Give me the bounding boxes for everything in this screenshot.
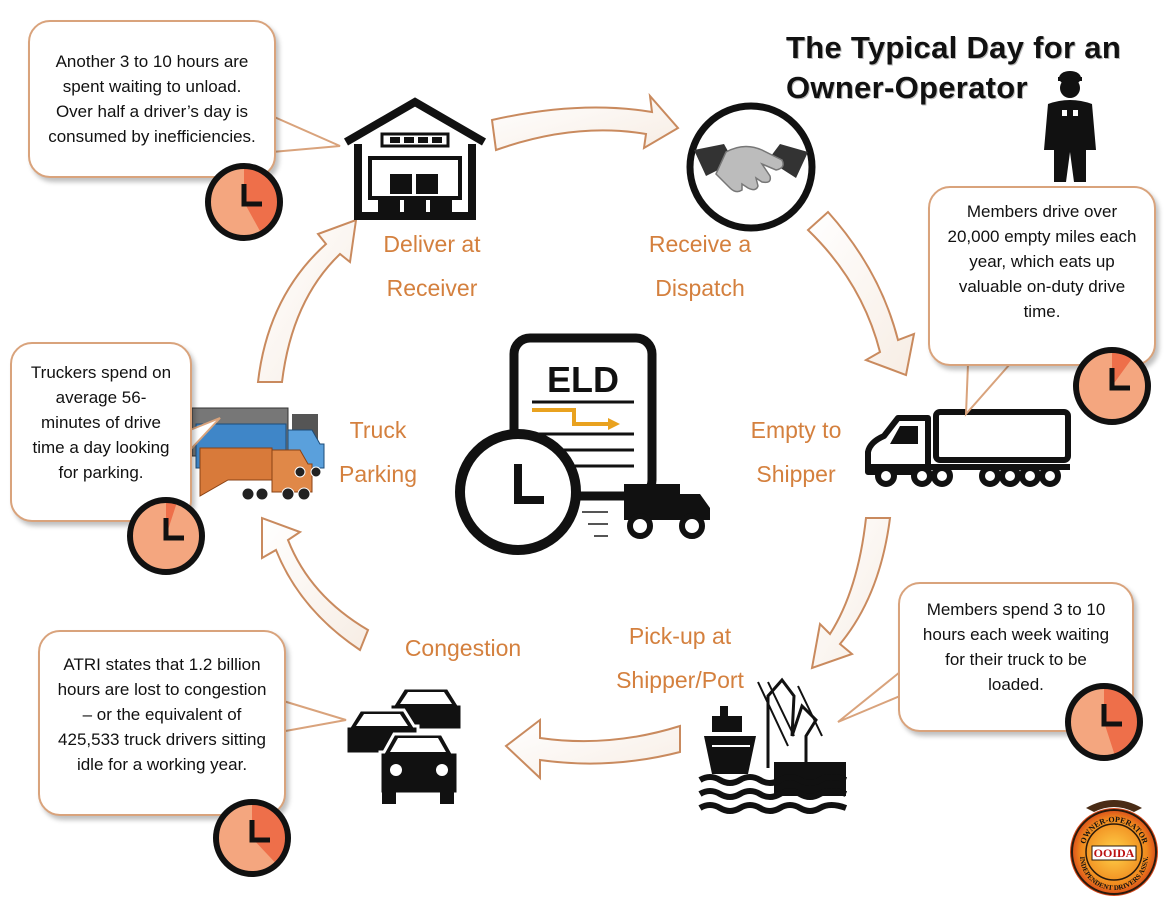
title-line-2: Owner-Operator <box>786 70 1028 105</box>
callout-congestion-text: ATRI states that 1.2 billion hours are l… <box>57 654 267 774</box>
eld-device-icon: ELD <box>455 333 710 555</box>
warehouse-icon <box>343 97 487 220</box>
clock-icon-pickup <box>1065 683 1143 761</box>
page-title: The Typical Day for an Owner-Operator <box>786 28 1166 108</box>
logo-name: OOIDA <box>1094 846 1135 860</box>
callout-parking-text: Truckers spend on average 56-minutes of … <box>30 362 172 482</box>
clock-icon-deliver <box>205 163 283 241</box>
eld-label: ELD <box>547 359 619 400</box>
callout-deliver-text: Another 3 to 10 hours are spent waiting … <box>48 52 256 146</box>
parked-trucks-icon <box>191 407 325 501</box>
stage-label-deliver: Deliver at Receiver <box>383 231 481 301</box>
driver-icon <box>1044 71 1096 182</box>
traffic-cars-icon <box>344 686 464 804</box>
callout-pickup: Members spend 3 to 10 hours each week wa… <box>898 582 1134 732</box>
arrow-parking-to-deliver <box>256 218 358 383</box>
callout-pickup-text: Members spend 3 to 10 hours each week wa… <box>922 600 1110 694</box>
arrow-deliver-to-dispatch <box>490 92 680 152</box>
stage-label-congestion: Congestion <box>404 635 522 661</box>
clock-icon-empty <box>1073 347 1151 425</box>
semi-truck-icon <box>865 409 1071 487</box>
clock-icon-congestion <box>213 799 291 877</box>
arrow-congestion-to-parking <box>261 516 370 652</box>
arrow-pickup-to-congestion <box>504 717 681 781</box>
callout-empty: Members drive over 20,000 empty miles ea… <box>928 186 1156 366</box>
stage-label-empty: Empty to Shipper <box>750 417 842 487</box>
callout-parking: Truckers spend on average 56-minutes of … <box>10 342 192 522</box>
stage-label-parking: Truck Parking <box>339 417 417 487</box>
ooida-logo: OWNER-OPERATOR INDEPENDENT DRIVERS ASSN.… <box>1070 800 1158 896</box>
callout-congestion: ATRI states that 1.2 billion hours are l… <box>38 630 286 816</box>
callout-deliver: Another 3 to 10 hours are spent waiting … <box>28 20 276 178</box>
title-line-1: The Typical Day for an <box>786 30 1122 65</box>
stage-label-receive: Receive a Dispatch <box>648 231 752 301</box>
stage-label-pickup: Pick-up at Shipper/Port <box>616 623 744 693</box>
handshake-icon <box>686 102 816 232</box>
arrow-dispatch-to-empty <box>806 210 916 377</box>
callout-empty-text: Members drive over 20,000 empty miles ea… <box>947 201 1137 321</box>
clock-icon-parking <box>127 497 205 575</box>
arrow-empty-to-pickup <box>810 517 892 670</box>
port-icon <box>698 677 848 814</box>
